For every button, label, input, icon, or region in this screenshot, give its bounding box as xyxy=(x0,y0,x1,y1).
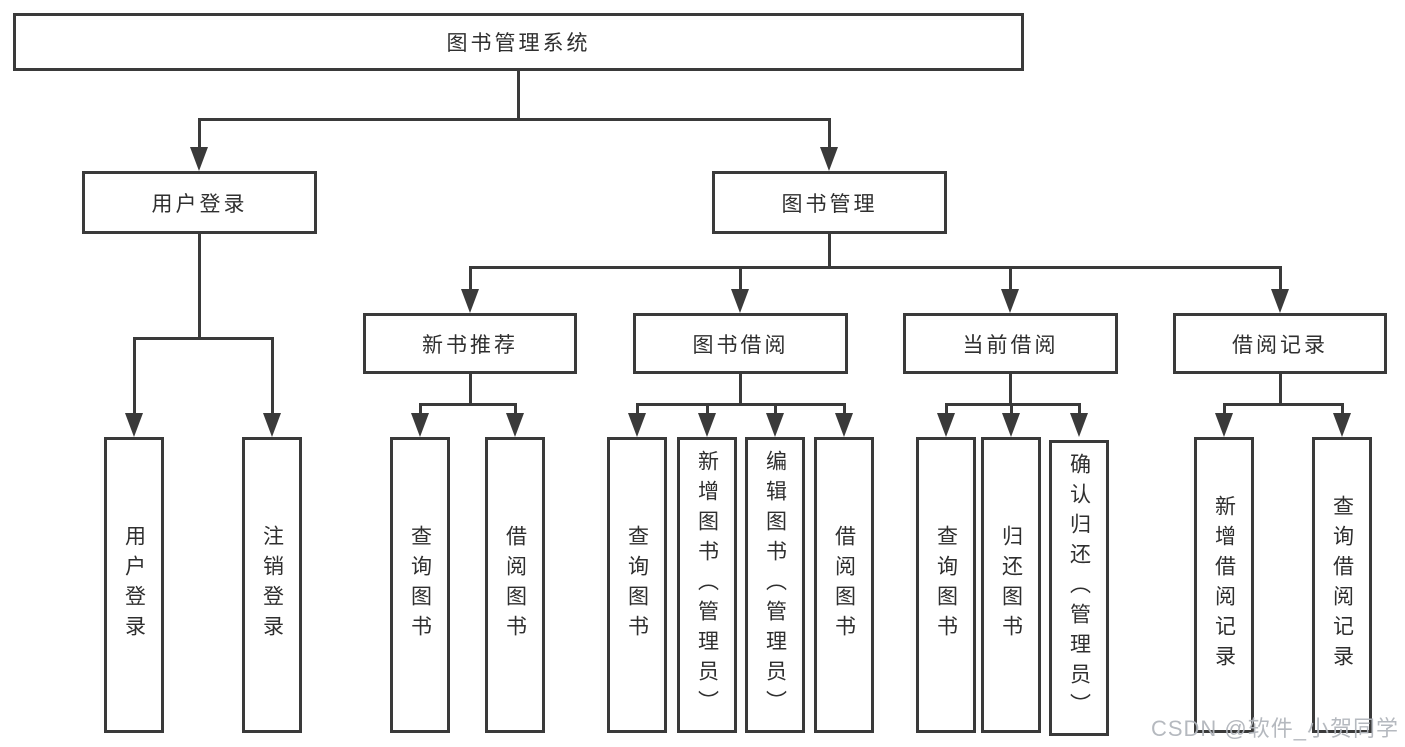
connector-line xyxy=(133,337,136,419)
connector-arrow-down-icon xyxy=(766,413,784,437)
connector-line xyxy=(828,234,831,269)
connector-line xyxy=(636,403,846,406)
connector-arrow-down-icon xyxy=(698,413,716,437)
node-root: 图书管理系统 xyxy=(13,13,1024,71)
leaf-label: 注销登录 xyxy=(260,525,284,645)
leaf-label: 新增图书（管理员） xyxy=(695,450,719,720)
leaf-query-books-current: 查询图书 xyxy=(916,437,976,733)
leaf-label: 查询图书 xyxy=(408,525,432,645)
leaf-query-borrow-record: 查询借阅记录 xyxy=(1312,437,1372,733)
connector-line xyxy=(469,374,472,406)
connector-arrow-down-icon xyxy=(263,413,281,437)
connector-arrow-down-icon xyxy=(731,289,749,313)
connector-line xyxy=(828,118,831,152)
connector-arrow-down-icon xyxy=(628,413,646,437)
leaf-label: 查询图书 xyxy=(625,525,649,645)
connector-line xyxy=(636,403,639,419)
leaf-label: 用户登录 xyxy=(122,525,146,645)
leaf-borrow-books-recommend: 借阅图书 xyxy=(485,437,545,733)
connector-line xyxy=(706,403,709,419)
connector-line xyxy=(1279,266,1282,294)
connector-line xyxy=(945,403,948,419)
connector-line xyxy=(469,266,1281,269)
node-user-login: 用户登录 xyxy=(82,171,317,234)
leaf-confirm-return-admin: 确认归还（管理员） xyxy=(1049,440,1109,736)
connector-line xyxy=(514,403,517,419)
connector-line xyxy=(774,403,777,419)
leaf-query-books-borrowing: 查询图书 xyxy=(607,437,667,733)
connector-line xyxy=(1009,266,1012,294)
connector-line xyxy=(739,266,742,294)
connector-arrow-down-icon xyxy=(1271,289,1289,313)
node-new-book-recommendation: 新书推荐 xyxy=(363,313,577,374)
connector-arrow-down-icon xyxy=(937,413,955,437)
connector-arrow-down-icon xyxy=(190,147,208,171)
leaf-label: 归还图书 xyxy=(999,525,1023,645)
connector-line xyxy=(1341,403,1344,419)
connector-line xyxy=(469,266,472,294)
connector-arrow-down-icon xyxy=(461,289,479,313)
node-book-management: 图书管理 xyxy=(712,171,947,234)
connector-line xyxy=(198,118,830,121)
connector-line xyxy=(419,403,517,406)
leaf-label: 查询借阅记录 xyxy=(1330,495,1354,675)
connector-line xyxy=(1279,374,1282,406)
node-current-borrowing: 当前借阅 xyxy=(903,313,1118,374)
node-borrowing-records: 借阅记录 xyxy=(1173,313,1387,374)
connector-line xyxy=(133,337,273,340)
csdn-watermark: CSDN @软件_小贺同学 xyxy=(1150,716,1399,741)
leaf-add-book-admin: 新增图书（管理员） xyxy=(677,437,737,733)
leaf-user-login: 用户登录 xyxy=(104,437,164,733)
connector-line xyxy=(198,118,201,152)
connector-line xyxy=(198,234,201,339)
leaf-add-borrow-record: 新增借阅记录 xyxy=(1194,437,1254,733)
leaf-label: 查询图书 xyxy=(934,525,958,645)
connector-line xyxy=(739,374,742,406)
leaf-label: 编辑图书（管理员） xyxy=(763,450,787,720)
leaf-query-books-recommend: 查询图书 xyxy=(390,437,450,733)
connector-line xyxy=(1009,374,1012,406)
node-book-borrowing: 图书借阅 xyxy=(633,313,848,374)
connector-arrow-down-icon xyxy=(1070,413,1088,437)
leaf-label: 确认归还（管理员） xyxy=(1067,453,1091,723)
connector-arrow-down-icon xyxy=(1001,289,1019,313)
leaf-borrow-books: 借阅图书 xyxy=(814,437,874,733)
connector-line xyxy=(1078,403,1081,419)
connector-arrow-down-icon xyxy=(1215,413,1233,437)
leaf-label: 借阅图书 xyxy=(503,525,527,645)
leaf-return-books: 归还图书 xyxy=(981,437,1041,733)
connector-arrow-down-icon xyxy=(506,413,524,437)
connector-line xyxy=(1223,403,1226,419)
leaf-edit-book-admin: 编辑图书（管理员） xyxy=(745,437,805,733)
connector-arrow-down-icon xyxy=(1333,413,1351,437)
connector-line xyxy=(517,70,520,120)
leaf-label: 新增借阅记录 xyxy=(1212,495,1236,675)
leaf-label: 借阅图书 xyxy=(832,525,856,645)
connector-arrow-down-icon xyxy=(820,147,838,171)
connector-line xyxy=(271,337,274,419)
connector-arrow-down-icon xyxy=(835,413,853,437)
connector-arrow-down-icon xyxy=(1002,413,1020,437)
connector-line xyxy=(419,403,422,419)
connector-line xyxy=(843,403,846,419)
connector-arrow-down-icon xyxy=(125,413,143,437)
leaf-logout: 注销登录 xyxy=(242,437,302,733)
connector-line xyxy=(1010,403,1013,419)
connector-arrow-down-icon xyxy=(411,413,429,437)
connector-line xyxy=(945,403,1081,406)
connector-line xyxy=(1223,403,1344,406)
